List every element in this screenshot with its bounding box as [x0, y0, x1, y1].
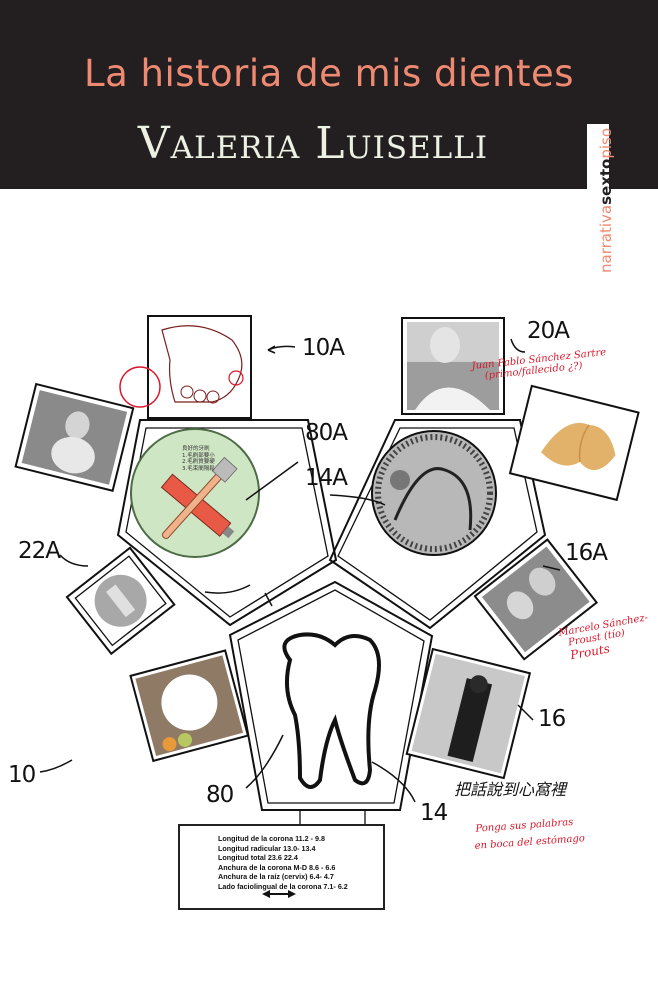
spec-line: Longitud radicular 13.0- 13.4 — [218, 843, 316, 853]
tooth-spec-box: Longitud de la corona 11.2 - 9.8 Longitu… — [178, 824, 385, 910]
label-10: 10 — [8, 762, 36, 788]
chinese-caption: 把話說到心窩裡 — [454, 780, 567, 799]
label-22A: 22A — [18, 538, 61, 564]
book-title: La historia de mis dientes — [83, 52, 575, 95]
left-pentagon-frame — [116, 419, 338, 627]
child-photo — [14, 382, 135, 492]
spec-line: Longitud total 23.6 22.4 — [218, 853, 298, 862]
brothers-photo — [473, 538, 599, 661]
label-80A: 80A — [305, 420, 348, 446]
book-author: Valeria Luiselli — [137, 118, 489, 169]
label-80: 80 — [206, 782, 234, 808]
imprint-part-piso: piso — [597, 127, 615, 159]
cover-header-band — [0, 0, 658, 189]
double-arrow-icon — [262, 890, 296, 898]
imprint-tab — [587, 124, 609, 190]
toothbrush-disc — [130, 428, 260, 558]
woodcut-disc — [371, 430, 497, 556]
standing-man-photo — [405, 647, 532, 780]
label-14A: 14A — [305, 465, 348, 491]
label-14: 14 — [420, 800, 448, 826]
patent-diagram — [14, 315, 640, 826]
smoker-photo — [129, 649, 250, 763]
spec-line: Anchura de la corona M-D 8.6 - 6.6 — [218, 862, 336, 872]
disc-caption: 良好的牙刷 1.毛刷部要小 2.毛刷質要硬 3.毛束間隔鬆 — [182, 446, 215, 472]
medallion-frame — [65, 546, 176, 656]
hand-illustration-box — [119, 315, 252, 419]
label-16A: 16A — [565, 540, 608, 566]
spec-line: Lado faciolingual de la corona 7.1- 6.2 — [218, 881, 348, 891]
label-16: 16 — [538, 706, 566, 732]
tooth-drawing — [282, 632, 381, 789]
spec-line: Anchura de la raíz (cervix) 6.4- 4.7 — [218, 872, 334, 881]
fortune-cookie-photo — [508, 384, 640, 502]
label-10A: 10A — [302, 335, 345, 361]
spec-line: Longitud de la corona 11.2 - 9.8 — [218, 834, 326, 843]
right-pentagon-frame — [328, 419, 547, 630]
spec-lines: Longitud de la corona 11.2 - 9.8 Longitu… — [218, 834, 348, 891]
label-20A: 20A — [527, 318, 570, 344]
sartre-photo — [401, 317, 505, 415]
